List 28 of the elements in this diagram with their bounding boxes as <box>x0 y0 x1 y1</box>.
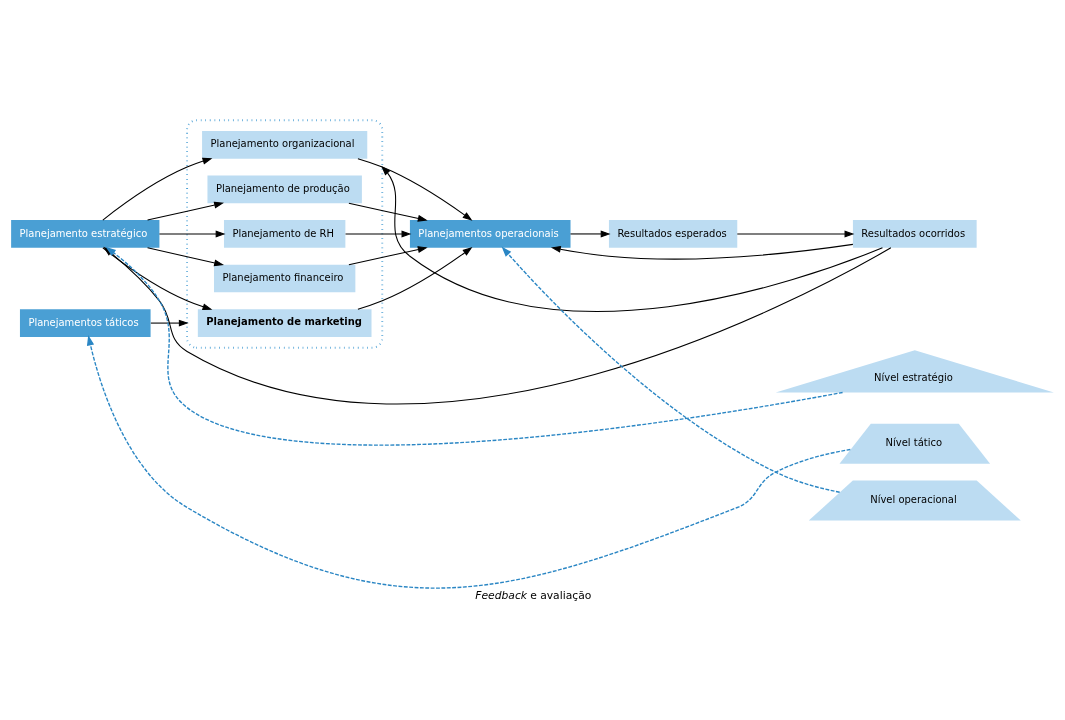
node-box: Planejamentos táticos <box>19 309 151 337</box>
node-box: Planejamento de RH <box>223 220 346 248</box>
node-box: Planejamento de marketing <box>197 309 372 337</box>
node-box: Planejamento de produção <box>207 175 362 204</box>
arrow <box>736 230 855 238</box>
arrow <box>150 319 189 327</box>
node-box: Planejamento financeiro <box>214 264 356 293</box>
arrow <box>570 230 611 238</box>
node-box: Resultados ocorridos <box>852 220 977 248</box>
node-box: Planejamento estratégico <box>11 220 160 248</box>
arrow <box>345 230 412 238</box>
arrow <box>357 247 473 310</box>
arrow <box>357 158 473 221</box>
arrow <box>86 335 851 589</box>
arrow <box>348 202 428 222</box>
arrow <box>147 247 224 267</box>
node-box: Planejamentos operacionais <box>409 220 571 248</box>
node-box: Resultados esperados <box>608 220 738 248</box>
arrow <box>381 165 883 312</box>
arrow <box>550 243 854 260</box>
cluster <box>186 119 384 349</box>
caption: Feedback e avaliação <box>475 589 592 603</box>
arrow <box>147 201 224 221</box>
node-box: Planejamento organizacional <box>202 131 368 159</box>
arrow <box>102 157 213 221</box>
arrow <box>348 246 428 266</box>
arrow <box>501 246 841 493</box>
arrow <box>158 230 226 238</box>
